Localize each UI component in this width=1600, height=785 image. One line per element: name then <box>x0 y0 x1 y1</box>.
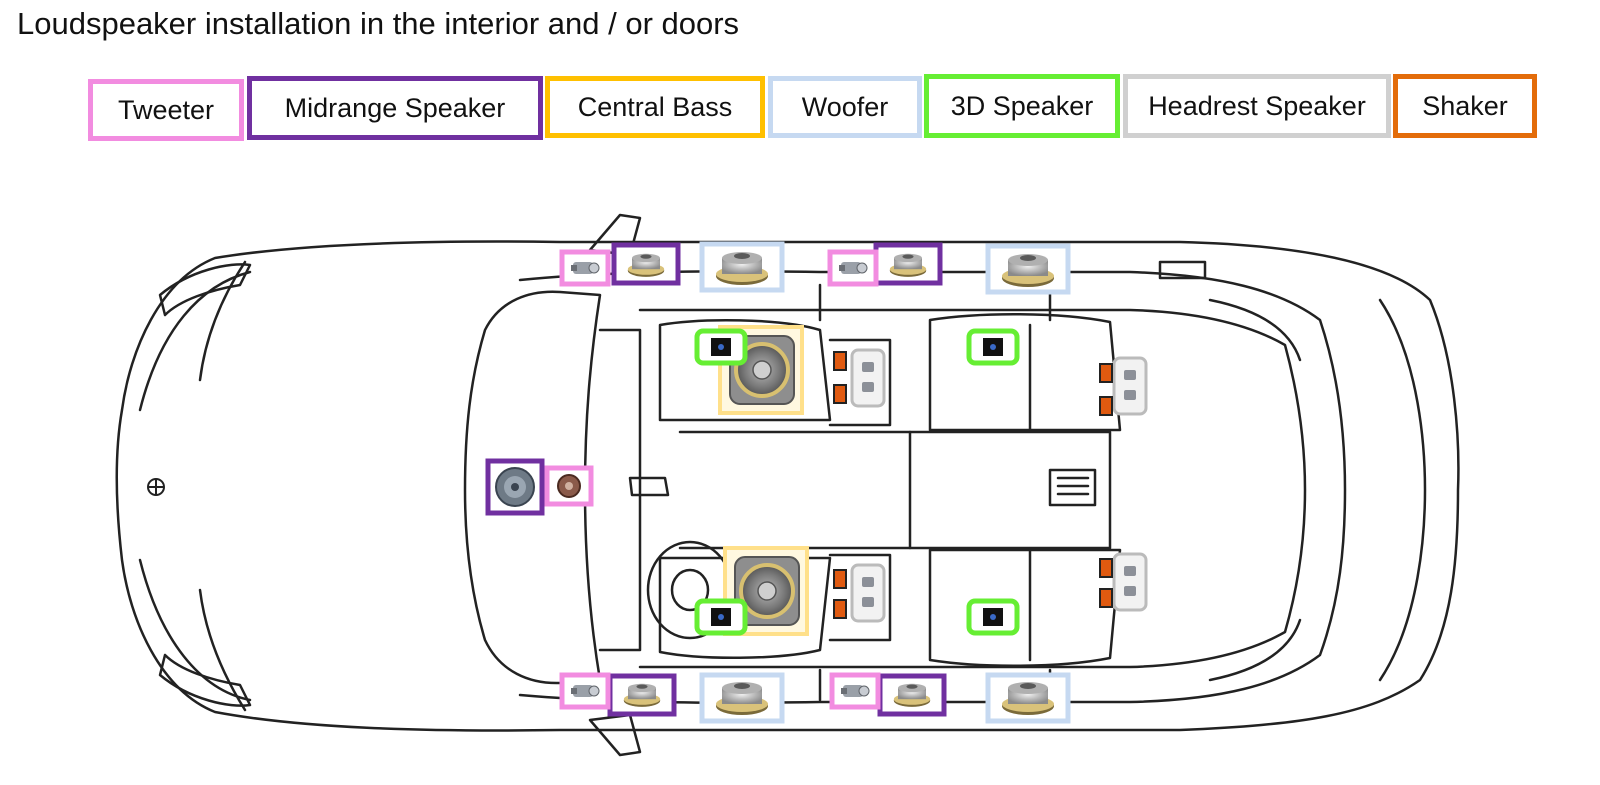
woofer-group <box>699 241 1071 724</box>
legend-tweeter: Tweeter <box>88 79 244 141</box>
central-bass-group <box>718 325 809 636</box>
legend-headrest-speaker: Headrest Speaker <box>1123 74 1391 138</box>
legend-woofer: Woofer <box>768 76 922 138</box>
legend-3d-speaker: 3D Speaker <box>924 74 1120 138</box>
tweeter-group <box>544 249 881 710</box>
midrange-group <box>485 242 947 717</box>
car-outline <box>115 240 1460 732</box>
tweeter-frame <box>829 672 881 710</box>
legend-shaker: Shaker <box>1393 74 1537 138</box>
legend-midrange-speaker: Midrange Speaker <box>247 76 543 140</box>
tweeter-frame <box>559 249 611 287</box>
headrest-speaker-group <box>850 348 1148 623</box>
midrange-frame <box>607 673 677 717</box>
page-title: Loudspeaker installation in the interior… <box>17 6 740 41</box>
legend-central-bass: Central Bass <box>545 76 765 138</box>
tweeter-frame <box>559 672 611 710</box>
